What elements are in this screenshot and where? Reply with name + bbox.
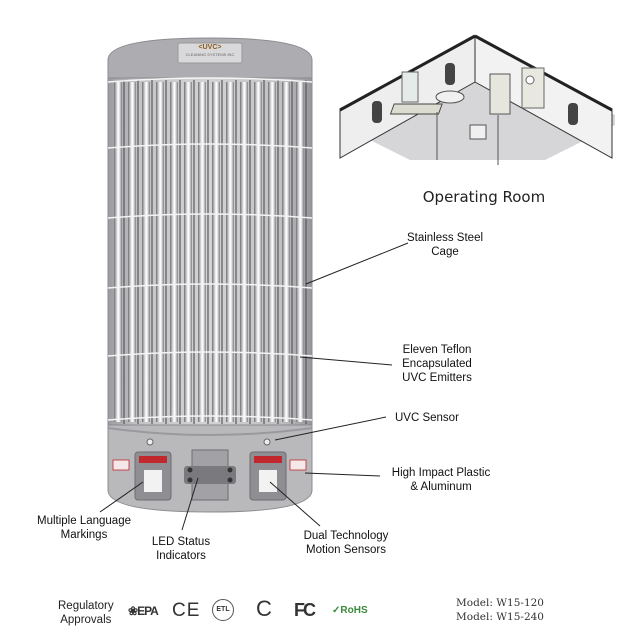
uvc-emitter-tube (212, 82, 220, 422)
epa-logo-text: EPA (137, 604, 159, 618)
callout-line: Dual Technology (303, 530, 389, 542)
device-cage-body (107, 77, 313, 429)
uvc-emitter-tube (184, 82, 192, 422)
callout-led-status: LED Status Indicators (145, 535, 217, 563)
leader-housing (304, 472, 381, 477)
cage-ring (107, 351, 313, 357)
brand-logo-text: <UVC> (198, 44, 222, 51)
cage-ring (107, 415, 313, 421)
operating-room-caption: Operating Room (422, 188, 546, 206)
callout-line: & Aluminum (410, 481, 472, 493)
uvc-emitter-tube (296, 82, 304, 422)
leader-motion (269, 481, 321, 527)
operating-room-illustration (339, 34, 615, 165)
rohs-logo-text: RoHS (340, 605, 368, 616)
epa-flower-icon: ❀ (128, 604, 138, 618)
uvc-emitter-tube (226, 82, 234, 422)
uvc-emitter-tube (156, 82, 164, 422)
leader-led (181, 477, 199, 531)
callout-line: Encapsulated (402, 358, 472, 370)
cage-ring (107, 213, 313, 219)
uvc-emitter-tube (268, 82, 276, 422)
epa-logo: ❀EPA (128, 604, 159, 618)
callout-housing-material: High Impact Plastic & Aluminum (383, 466, 499, 494)
callout-line: Eleven Teflon (402, 344, 472, 356)
uvc-emitter-tubes (114, 80, 307, 424)
model-number: Model: W15-120 (456, 597, 544, 609)
label-line: Regulatory (58, 600, 114, 612)
callout-line: LED Status (151, 536, 211, 548)
callout-line: Cage (431, 246, 459, 258)
brand-logo-subtitle: CLEANING SYSTEMS INC (185, 52, 235, 57)
callout-line: Indicators (156, 550, 206, 562)
callout-line: Multiple Language (37, 515, 131, 527)
callout-uvc-emitters: Eleven Teflon Encapsulated UVC Emitters (392, 343, 482, 385)
uvc-emitter-tube (282, 82, 290, 422)
ce-logo: CE (172, 600, 201, 621)
regulatory-approvals-label: Regulatory Approvals (58, 599, 114, 627)
cage-ring (107, 77, 313, 83)
uvc-sensor-dot-right (263, 438, 271, 446)
etl-logo: ETL (212, 599, 234, 621)
cul-logo: C (256, 596, 272, 621)
uvc-emitter-tube (198, 82, 206, 422)
rohs-check-icon: ✓ (332, 605, 341, 616)
cage-rings (107, 77, 313, 421)
label-line: Approvals (60, 614, 112, 626)
fcc-logo: FC (294, 600, 316, 620)
callout-line: UVC Emitters (402, 372, 472, 384)
language-sticker-left (112, 459, 130, 471)
uvc-emitter-tube (128, 82, 136, 422)
uvc-emitter-tube (254, 82, 262, 422)
uvc-emitter-tube (142, 82, 150, 422)
leader-cage (305, 242, 409, 285)
callout-line: Stainless Steel (406, 232, 484, 244)
leader-lines (99, 242, 409, 531)
language-sticker-right (289, 459, 307, 471)
uvc-emitter-tube (170, 82, 178, 422)
callout-stainless-steel-cage: Stainless Steel Cage (395, 231, 495, 259)
cage-ring (107, 143, 313, 149)
model-number: Model: W15-240 (456, 611, 544, 623)
callout-motion-sensors: Dual Technology Motion Sensors (298, 529, 394, 557)
callout-line: Motion Sensors (306, 544, 386, 556)
uvc-emitter-tube (240, 82, 248, 422)
uvc-sensor-dot-left (146, 438, 154, 446)
callout-language-markings: Multiple Language Markings (32, 514, 136, 542)
cage-ring (107, 283, 313, 289)
leader-uvc-sensor (274, 416, 387, 441)
uvc-emitter-tube (114, 82, 122, 422)
brand-logo: <UVC> CLEANING SYSTEMS INC (178, 44, 242, 58)
callout-line: Markings (60, 529, 108, 541)
callout-line: High Impact Plastic (391, 467, 491, 479)
leader-emitters (299, 356, 393, 366)
callout-line: UVC Sensor (395, 412, 459, 424)
rohs-logo: ✓RoHS (332, 605, 368, 616)
leader-language (99, 481, 144, 513)
callout-uvc-sensor: UVC Sensor (395, 411, 459, 425)
brand-logo-plate (177, 42, 243, 64)
